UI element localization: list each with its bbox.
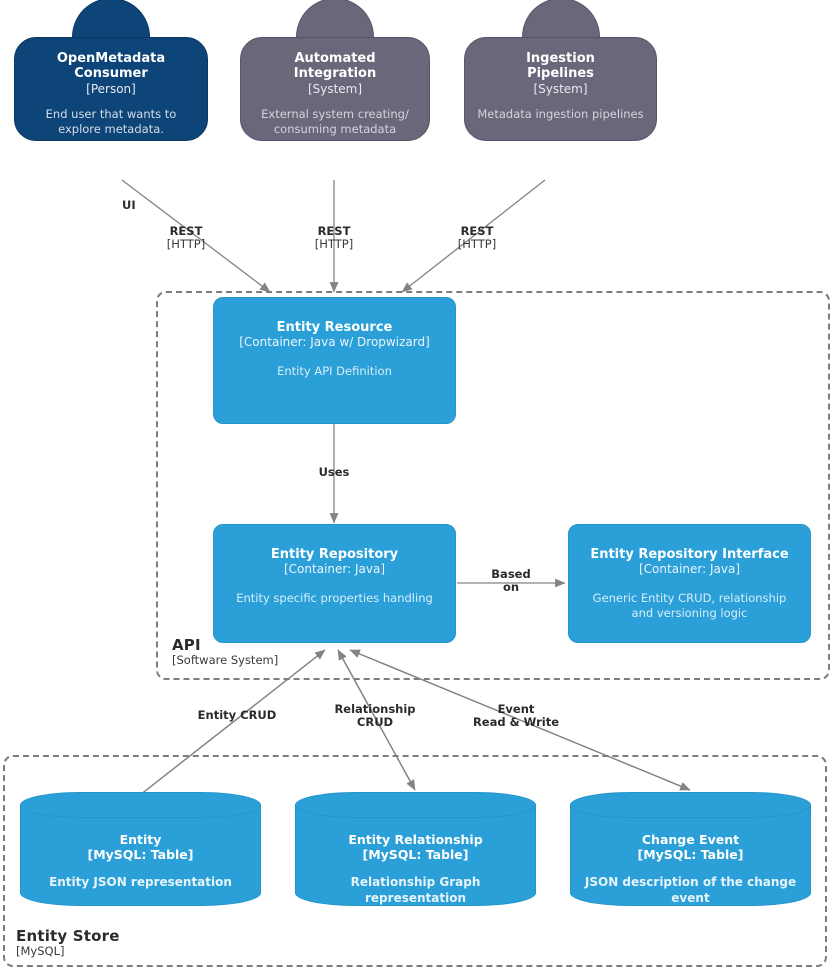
edge-label-uses: Uses <box>318 465 350 479</box>
boundary-entity-store <box>3 755 827 967</box>
database-description: Entity JSON representation <box>49 875 232 889</box>
edge-label-rest-consumer: REST [HTTP] <box>166 224 206 252</box>
actor-description: External system creating/ consuming meta… <box>261 107 409 136</box>
edge-label-based-on: Based on <box>491 567 531 595</box>
cylinder-body <box>295 805 536 893</box>
edge-label-relationship-crud: Relationship CRUD <box>334 702 416 730</box>
actor-type: [System] <box>533 81 588 96</box>
database-type: [MySQL: Table] <box>362 847 469 862</box>
database-description: Relationship Graph representation <box>350 875 481 905</box>
database-entity-relationship[interactable]: Entity Relationship [MySQL: Table] Relat… <box>295 792 536 906</box>
database-type: [MySQL: Table] <box>637 847 744 862</box>
database-name: Entity <box>119 832 162 847</box>
actor-ingestion-pipelines[interactable]: Ingestion Pipelines [System] Metadata in… <box>464 0 657 180</box>
container-entity-repository[interactable]: Entity Repository [Container: Java] Enti… <box>213 524 456 643</box>
database-type: [MySQL: Table] <box>87 847 194 862</box>
database-name: Change Event <box>641 832 740 847</box>
actor-body: OpenMetadata Consumer [Person] End user … <box>14 37 208 141</box>
actor-body: Ingestion Pipelines [System] Metadata in… <box>464 37 657 141</box>
actor-automated-integration[interactable]: Automated Integration [System] External … <box>240 0 430 180</box>
cylinder-top <box>570 792 811 818</box>
actor-openmetadata-consumer[interactable]: OpenMetadata Consumer [Person] End user … <box>14 0 208 180</box>
container-entity-resource[interactable]: Entity Resource [Container: Java w/ Drop… <box>213 297 456 424</box>
boundary-entity-store-label: Entity Store [MySQL] <box>16 927 120 958</box>
container-description: Entity API Definition <box>277 363 392 378</box>
database-text: Entity Relationship [MySQL: Table] Relat… <box>295 792 536 906</box>
cylinder-body <box>20 805 261 893</box>
actor-body: Automated Integration [System] External … <box>240 37 430 141</box>
boundary-api-label: API [Software System] <box>172 636 279 667</box>
database-description: JSON description of the change event <box>584 875 797 905</box>
container-type: [Container: Java] <box>639 562 740 577</box>
container-type: [Container: Java w/ Dropwizard] <box>239 335 430 350</box>
database-text: Entity [MySQL: Table] Entity JSON repres… <box>20 792 261 906</box>
container-type: [Container: Java] <box>284 562 385 577</box>
actor-name: OpenMetadata Consumer <box>56 51 166 81</box>
database-change-event[interactable]: Change Event [MySQL: Table] JSON descrip… <box>570 792 811 906</box>
container-name: Entity Repository <box>270 547 399 562</box>
edge-label-event-read-write: Event Read & Write <box>472 702 560 730</box>
actor-description: Metadata ingestion pipelines <box>477 107 644 122</box>
container-name: Entity Repository Interface <box>590 547 789 562</box>
container-description: Entity specific properties handling <box>236 590 433 605</box>
container-description: Generic Entity CRUD, relationship and ve… <box>592 590 787 620</box>
actor-name: Automated Integration <box>293 51 377 81</box>
edge-label-ui: UI <box>122 198 136 212</box>
actor-name: Ingestion Pipelines <box>526 51 595 81</box>
actor-type: [Person] <box>86 81 136 96</box>
actor-description: End user that wants to explore metadata. <box>45 107 177 136</box>
database-entity[interactable]: Entity [MySQL: Table] Entity JSON repres… <box>20 792 261 906</box>
database-text: Change Event [MySQL: Table] JSON descrip… <box>570 792 811 906</box>
cylinder-top <box>20 792 261 818</box>
cylinder-body <box>570 805 811 893</box>
cylinder-top <box>295 792 536 818</box>
database-name: Entity Relationship <box>348 832 483 847</box>
edge-label-entity-crud: Entity CRUD <box>197 708 277 722</box>
edge-label-rest-ingestion: REST [HTTP] <box>457 224 497 252</box>
container-entity-repository-interface[interactable]: Entity Repository Interface [Container: … <box>568 524 811 643</box>
container-name: Entity Resource <box>276 320 393 335</box>
actor-type: [System] <box>307 81 363 96</box>
edge-label-rest-automation: REST [HTTP] <box>314 224 354 252</box>
boundary-api <box>156 291 830 680</box>
